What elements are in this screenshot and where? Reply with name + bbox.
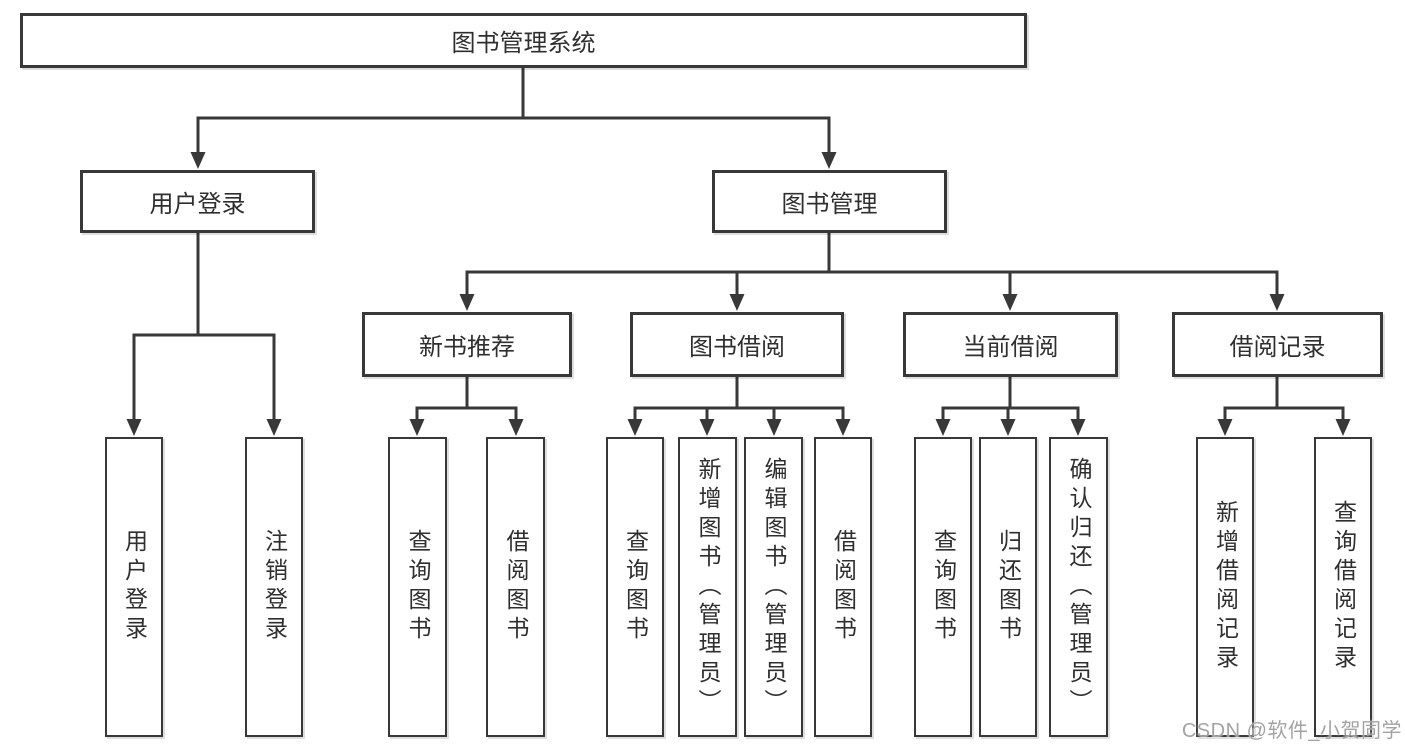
node-label: 新书推荐 [419, 334, 515, 361]
node-book-management: 图书管理 [712, 170, 947, 233]
node-label: 归还图书 [995, 529, 1022, 645]
node-label: 注销登录 [261, 529, 288, 645]
node-label: 查询图书 [405, 529, 431, 645]
node-label: 新增图书（管理员） [695, 456, 721, 718]
node-label: 查询借阅记录 [1330, 500, 1357, 674]
leaf-query-books-current: 查询图书 [914, 437, 972, 737]
node-label: 图书管理 [781, 191, 878, 218]
leaf-edit-book-admin: 编辑图书（管理员） [744, 437, 803, 737]
leaf-query-borrow-record: 查询借阅记录 [1314, 437, 1372, 737]
leaf-add-borrow-record: 新增借阅记录 [1196, 437, 1254, 737]
leaf-return-book: 归还图书 [979, 437, 1037, 737]
node-label: 确认归还（管理员） [1066, 456, 1092, 718]
node-label: 查询图书 [622, 529, 649, 645]
node-label: 借阅记录 [1229, 334, 1326, 361]
node-label: 当前借阅 [962, 334, 1059, 361]
node-label: 编辑图书（管理员） [761, 456, 787, 718]
leaf-borrow-books-recommend: 借阅图书 [486, 437, 545, 737]
node-current-borrowing: 当前借阅 [903, 312, 1118, 377]
node-label: 新增借阅记录 [1212, 500, 1239, 674]
node-new-book-recommend: 新书推荐 [362, 312, 572, 377]
node-label: 用户登录 [149, 191, 246, 218]
node-label: 图书借阅 [689, 334, 785, 361]
node-borrowing-records: 借阅记录 [1172, 312, 1383, 377]
node-label: 借阅图书 [830, 529, 857, 645]
node-library-management-system: 图书管理系统 [20, 13, 1027, 68]
leaf-borrow-books-borrowing: 借阅图书 [814, 437, 872, 737]
node-label: 查询图书 [930, 529, 957, 645]
leaf-confirm-return-admin: 确认归还（管理员） [1049, 437, 1108, 737]
node-label: 图书管理系统 [451, 30, 596, 57]
node-label: 用户登录 [121, 529, 148, 645]
node-label: 借阅图书 [503, 529, 529, 645]
leaf-query-books-borrowing: 查询图书 [606, 437, 664, 737]
node-book-borrowing: 图书借阅 [630, 312, 844, 377]
csdn-watermark: CSDN @软件_小贺同学 [1181, 720, 1402, 742]
node-user-login: 用户登录 [80, 170, 315, 233]
leaf-user-login: 用户登录 [105, 437, 163, 737]
leaf-logout: 注销登录 [245, 437, 303, 737]
leaf-add-book-admin: 新增图书（管理员） [678, 437, 737, 737]
leaf-query-books-recommend: 查询图书 [388, 437, 447, 737]
